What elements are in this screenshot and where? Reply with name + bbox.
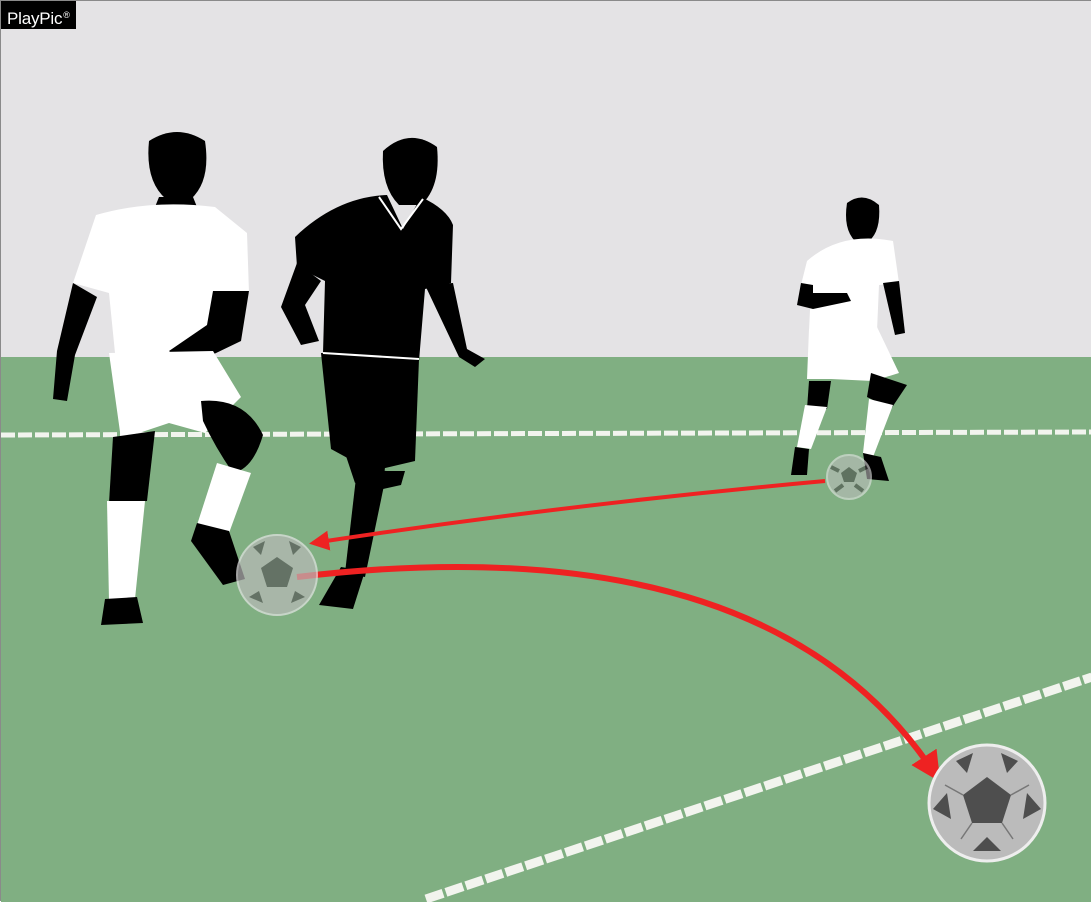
- registered-mark: ®: [63, 10, 69, 20]
- brand-name: PlayPic: [7, 9, 62, 28]
- touchline: [1, 432, 1091, 435]
- brand-logo: PlayPic®: [1, 1, 76, 29]
- ball-origin: [827, 455, 871, 499]
- ball-destination: [929, 745, 1045, 861]
- ball-at-feet: [237, 535, 317, 615]
- pitch: [1, 357, 1091, 902]
